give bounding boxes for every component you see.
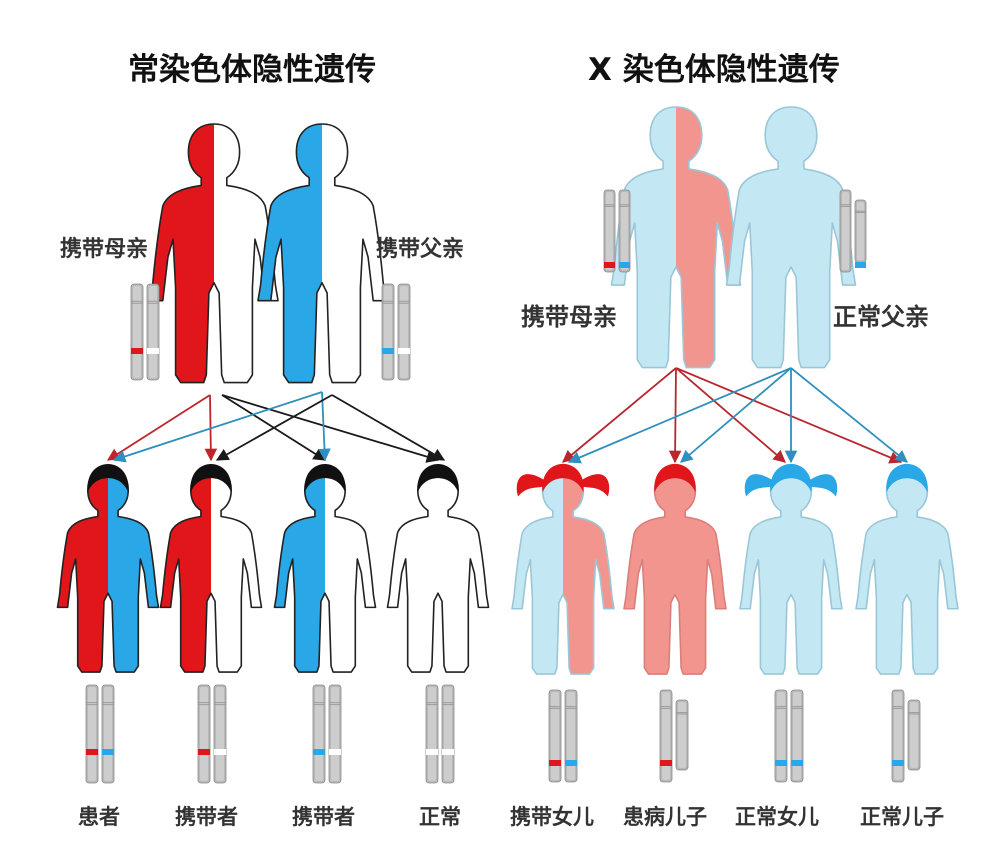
x-linked-arrow-father-2 (680, 367, 792, 463)
autosomal-child-3-figure-hair (304, 463, 346, 493)
x-linked-child-3-figure-pigtail-left (744, 474, 773, 497)
autosomal-arrow-father-3 (318, 391, 331, 462)
x-linked-child-4-figure (855, 463, 959, 675)
autosomal-father-chromosomes-right (397, 283, 411, 381)
autosomal-mother-chromosomes-right-allele-band (147, 348, 159, 354)
x-linked-mother-chromosomes-left (603, 189, 616, 273)
x-linked-child-2-figure-hair (654, 463, 696, 493)
autosomal-title: 常染色体隐性遗传 (128, 52, 376, 88)
x-linked-child-1-chromosomes-right (564, 689, 578, 783)
x-linked-father-chromosomes-right-allele-band (855, 262, 866, 268)
autosomal-child-2-chromosomes-right-allele-band (214, 749, 226, 755)
x-linked-father-chromosomes-left (839, 189, 852, 273)
x-linked-child-3-chromosomes-right-allele-band (791, 760, 803, 766)
autosomal-child-2-chromosomes-left (197, 684, 211, 784)
autosomal-child-1-chromosomes-left-allele-band (86, 749, 98, 755)
autosomal-child-1-chromosomes-right (101, 684, 115, 784)
x-linked-child-3-figure (739, 463, 843, 675)
x-linked-arrow-mother-4 (675, 367, 903, 464)
autosomal-mother-chromosomes-left (130, 283, 144, 381)
autosomal-child-4-chromosomes-left (425, 684, 439, 784)
autosomal-child-label-4: 正常 (419, 805, 461, 829)
x-linked-mother-chromosomes-right-allele-band (619, 262, 630, 268)
autosomal-child-3-chromosomes-left-allele-band (313, 749, 325, 755)
x-linked-mother-label: 携带母亲 (521, 303, 617, 331)
autosomal-arrow-father-2 (215, 394, 333, 461)
x-linked-arrow-mother-3 (675, 367, 786, 463)
autosomal-child-3-chromosomes-left (312, 684, 326, 784)
autosomal-child-1-chromosomes-right-allele-band (102, 749, 114, 755)
autosomal-child-4-figure (386, 463, 490, 673)
autosomal-child-3-chromosomes-right (328, 684, 342, 784)
x-linked-child-3-chromosomes-left (774, 689, 788, 783)
x-linked-child-label-2: 患病儿子 (623, 805, 707, 829)
x-linked-arrow-father-4 (790, 367, 908, 463)
autosomal-mother-label: 携带母亲 (60, 237, 149, 262)
x-linked-child-3-chromosomes-right (790, 689, 804, 783)
x-linked-arrow-mother-2 (668, 367, 682, 464)
x-linked-arrow-mother-1 (562, 367, 677, 463)
autosomal-child-3-figure (273, 463, 377, 673)
x-linked-child-1-figure-pigtail-left (516, 474, 545, 497)
autosomal-father-chromosomes-right-allele-band (398, 348, 410, 354)
x-linked-title: X 染色体隐性遗传 (588, 52, 840, 88)
autosomal-child-4-chromosomes-right (441, 684, 455, 784)
autosomal-child-1-figure-hair (87, 463, 129, 493)
autosomal-father-label: 携带父亲 (376, 237, 465, 262)
autosomal-child-2-figure-hair (190, 463, 232, 493)
autosomal-arrow-mother-4 (221, 394, 440, 463)
autosomal-child-label-1: 患者 (78, 805, 120, 829)
x-linked-child-1-chromosomes-left-allele-band (549, 760, 561, 766)
x-linked-father-chromosomes-right (854, 199, 867, 268)
autosomal-child-1-chromosomes-left (85, 684, 99, 784)
x-linked-child-3-figure-pigtail-right (809, 474, 838, 497)
autosomal-arrow-mother-1 (106, 394, 211, 461)
x-linked-child-4-chromosomes-right (907, 699, 921, 771)
x-linked-father-label: 正常父亲 (833, 303, 929, 331)
x-linked-child-1-figure (511, 463, 615, 675)
autosomal-arrow-father-1 (112, 391, 323, 463)
x-linked-arrow-father-1 (567, 367, 792, 464)
autosomal-child-2-chromosomes-right (213, 684, 227, 784)
x-linked-child-1-chromosomes-right-allele-band (565, 760, 577, 766)
x-linked-child-4-chromosomes-left-allele-band (892, 760, 904, 766)
autosomal-child-4-chromosomes-right-allele-band (442, 749, 454, 755)
x-linked-child-1-figure-pigtail-right (581, 474, 610, 497)
x-linked-child-label-3: 正常女儿 (735, 805, 819, 829)
autosomal-child-2-chromosomes-left-allele-band (198, 749, 210, 755)
x-linked-child-4-figure-hair (886, 463, 928, 493)
autosomal-child-label-2: 携带者 (175, 805, 238, 829)
x-linked-child-2-figure (623, 463, 727, 675)
x-linked-child-3-figure-hair (770, 463, 812, 493)
x-linked-child-3-chromosomes-left-allele-band (775, 760, 787, 766)
x-linked-child-2-chromosomes-right (675, 699, 689, 771)
x-linked-child-1-chromosomes-left (548, 689, 562, 783)
x-linked-mother-chromosomes-left-allele-band (604, 262, 615, 268)
autosomal-father-chromosomes-left-allele-band (382, 348, 394, 354)
autosomal-mother-chromosomes-right (146, 283, 160, 381)
autosomal-arrow-father-4 (331, 394, 446, 461)
x-linked-child-4-chromosomes-left (891, 689, 905, 783)
x-linked-mother-chromosomes-right (618, 189, 631, 273)
autosomal-father-chromosomes-left (381, 283, 395, 381)
x-linked-child-label-4: 正常儿子 (860, 805, 944, 829)
x-linked-child-label-1: 携带女儿 (510, 805, 594, 829)
autosomal-child-4-chromosomes-left-allele-band (426, 749, 438, 755)
autosomal-mother-chromosomes-left-allele-band (131, 348, 143, 354)
x-linked-child-2-chromosomes-left (659, 689, 673, 783)
x-linked-child-1-figure-hair (542, 463, 584, 493)
autosomal-arrow-mother-2 (204, 394, 218, 462)
x-linked-child-2-chromosomes-left-allele-band (660, 760, 672, 766)
autosomal-child-3-chromosomes-right-allele-band (329, 749, 341, 755)
autosomal-child-4-figure-hair (417, 463, 459, 493)
autosomal-child-label-3: 携带者 (292, 805, 355, 829)
